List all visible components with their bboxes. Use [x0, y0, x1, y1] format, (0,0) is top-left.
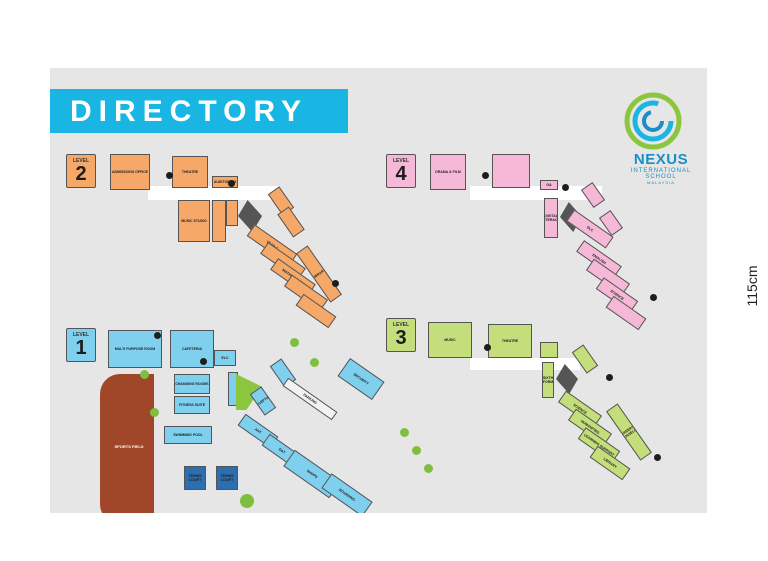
changing-rooms[interactable]: CHANGING ROOMS	[174, 374, 210, 394]
lift-icon	[606, 374, 613, 381]
directory-banner: DIRECTORY	[50, 89, 348, 133]
tennis-court-1[interactable]: TENNIS COURT	[184, 466, 206, 490]
toilet-icon	[332, 280, 339, 287]
level-1-number: 1	[75, 337, 87, 359]
fitness-suite[interactable]: FITNESS SUITE	[174, 396, 210, 414]
reception[interactable]: RECEPTION	[249, 386, 277, 416]
music-room-l3[interactable]: MUSIC	[428, 322, 472, 358]
tree-icon	[140, 370, 149, 379]
music-studio[interactable]: MUSIC STUDIO	[178, 200, 210, 242]
school-logo: NEXUS INTERNATIONAL SCHOOL MALAYSIA	[616, 151, 706, 185]
logo-name: NEXUS	[633, 151, 689, 168]
sports-field-label: SPORTS FIELD	[114, 444, 144, 449]
level-1-badge: LEVEL 1	[66, 328, 96, 362]
parking-area[interactable]: PARKING	[282, 377, 338, 421]
dimension-label: 115cm	[744, 265, 760, 307]
toilet-icon	[482, 172, 489, 179]
level-2-room[interactable]	[212, 200, 226, 242]
level-2-number: 2	[75, 163, 87, 185]
level-2-small-room[interactable]	[226, 200, 238, 226]
toilet-icon	[484, 344, 491, 351]
page-title: DIRECTORY	[70, 95, 309, 128]
drama-film-room[interactable]: DRAMA & FILM	[430, 154, 466, 190]
level-4-hall[interactable]	[492, 154, 530, 188]
theatre-l2[interactable]: THEATRE	[172, 156, 208, 188]
tree-icon	[310, 358, 319, 367]
toilet-icon	[650, 294, 657, 301]
year-5-room[interactable]	[277, 206, 305, 238]
tennis-court-2[interactable]: TENNIS COURT	[216, 466, 238, 490]
tree-icon	[412, 446, 421, 455]
digital-literacy-room[interactable]: DIGITAL LITERACY	[544, 198, 558, 238]
level-4-word: LEVEL	[392, 158, 410, 164]
theatre-l3[interactable]: THEATRE	[488, 324, 532, 358]
sixth-form-room[interactable]: SIXTH FORM	[542, 362, 554, 398]
lift-icon	[562, 184, 569, 191]
level-3-room-a[interactable]	[540, 342, 558, 358]
level-4-badge: LEVEL 4	[386, 154, 416, 188]
logo-subtitle: INTERNATIONAL SCHOOL	[630, 168, 692, 180]
level-2-badge: LEVEL 2	[66, 154, 96, 188]
cafeteria[interactable]: CAFETERIA	[170, 330, 214, 368]
tree-icon	[150, 408, 159, 417]
tree-icon	[290, 338, 299, 347]
tree-icon	[400, 428, 409, 437]
tree-icon	[424, 464, 433, 473]
tree-icon	[240, 494, 254, 508]
multi-purpose-room[interactable]: MULTI PURPOSE ROOM	[108, 330, 162, 368]
lift-icon	[228, 180, 235, 187]
toilet-icon	[654, 454, 661, 461]
nexus-logo-icon	[624, 92, 682, 150]
logo-country: MALAYSIA	[647, 180, 675, 185]
map-board: DIRECTORY LEVEL 2 LEVEL 4 LEVEL 1 LEVEL …	[50, 68, 707, 513]
lift-icon	[200, 358, 207, 365]
level-2-word: LEVEL	[72, 158, 90, 164]
swimming-pool[interactable]: SWIMMING POOL	[164, 426, 212, 444]
toilet-icon	[154, 332, 161, 339]
security-block[interactable]: SECURITY	[337, 357, 385, 401]
level-3-number: 3	[395, 327, 407, 349]
admissions-office[interactable]: ADMISSIONS OFFICE	[110, 154, 150, 190]
level-1-word: LEVEL	[72, 332, 90, 338]
ga-room[interactable]: GA	[540, 180, 558, 190]
toilet-icon	[166, 172, 173, 179]
boarding[interactable]: BOARDING	[321, 473, 373, 513]
level-3-word: LEVEL	[392, 322, 410, 328]
level-4-number: 4	[395, 163, 407, 185]
sports-field[interactable]: SPORTS FIELD	[100, 374, 154, 513]
elc-room[interactable]: ELC	[214, 350, 236, 366]
level-3-badge: LEVEL 3	[386, 318, 416, 352]
